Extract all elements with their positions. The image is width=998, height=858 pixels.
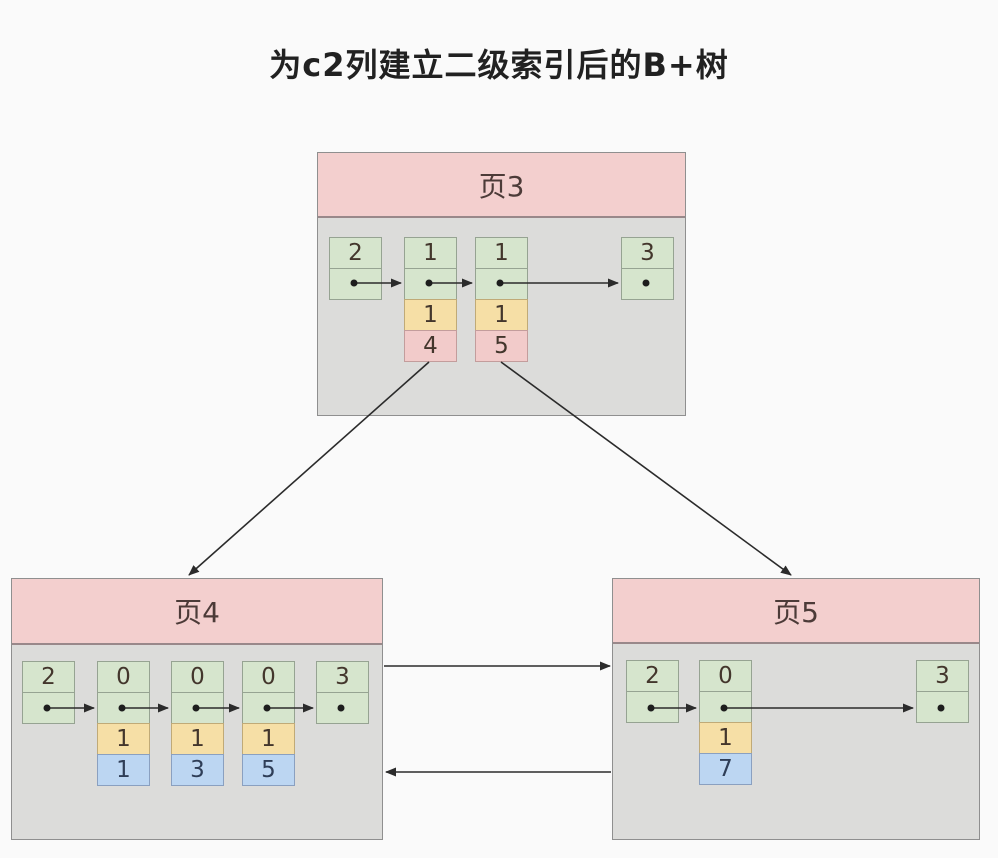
record-type-cell: 3: [316, 661, 369, 693]
next-record-pointer-cell: [316, 692, 369, 724]
next-record-pointer-cell: [475, 268, 528, 300]
page5-infimum-record: 2: [626, 660, 679, 723]
next-record-pointer-cell: [22, 692, 75, 724]
next-record-pointer-cell: [626, 691, 679, 723]
page-5: 页5 2 0 1 7 3: [612, 578, 980, 840]
record-type-cell: 1: [404, 237, 457, 269]
record-type-cell: 2: [626, 660, 679, 692]
record-type-cell: 3: [916, 660, 969, 692]
page-3-header: 页3: [318, 153, 685, 218]
page5-user-record-1: 0 1 7: [699, 660, 752, 785]
index-key-cell: 1: [97, 723, 150, 755]
page-4-header: 页4: [12, 579, 382, 645]
page-5-header: 页5: [613, 579, 979, 644]
diagram-title: 为c2列建立二级索引后的B+树: [269, 46, 729, 84]
page3-infimum-record: 2: [329, 237, 382, 300]
page4-user-record-1: 0 1 1: [97, 661, 150, 786]
primary-key-cell: 1: [97, 754, 150, 786]
next-record-pointer-cell: [621, 268, 674, 300]
next-record-pointer-cell: [404, 268, 457, 300]
next-record-pointer-cell: [699, 691, 752, 723]
page4-infimum-record: 2: [22, 661, 75, 724]
page-4-body: 2 0 1 1 0 1 3 0 1 5 3: [12, 645, 382, 839]
record-type-cell: 0: [699, 660, 752, 692]
record-type-cell: 0: [171, 661, 224, 693]
page-4: 页4 2 0 1 1 0 1 3 0 1 5: [11, 578, 383, 840]
index-key-cell: 1: [171, 723, 224, 755]
next-record-pointer-cell: [171, 692, 224, 724]
page-3-body: 2 1 1 4 1 1 5 3: [318, 218, 685, 415]
index-key-cell: 1: [404, 299, 457, 331]
record-type-cell: 3: [621, 237, 674, 269]
page-3: 页3 2 1 1 4 1 1 5 3: [317, 152, 686, 416]
page4-user-record-2: 0 1 3: [171, 661, 224, 786]
page3-directory-record-1: 1 1 4: [404, 237, 457, 362]
next-record-pointer-cell: [242, 692, 295, 724]
index-key-cell: 1: [242, 723, 295, 755]
index-key-cell: 1: [699, 722, 752, 754]
page3-directory-record-2: 1 1 5: [475, 237, 528, 362]
page-5-label: 页5: [773, 595, 819, 629]
next-record-pointer-cell: [329, 268, 382, 300]
child-page-number-cell: 5: [475, 330, 528, 362]
page4-user-record-3: 0 1 5: [242, 661, 295, 786]
page-4-label: 页4: [174, 596, 220, 629]
record-type-cell: 2: [329, 237, 382, 269]
primary-key-cell: 3: [171, 754, 224, 786]
page4-supremum-record: 3: [316, 661, 369, 724]
record-type-cell: 2: [22, 661, 75, 693]
record-type-cell: 1: [475, 237, 528, 269]
record-type-cell: 0: [242, 661, 295, 693]
page5-supremum-record: 3: [916, 660, 969, 723]
primary-key-cell: 5: [242, 754, 295, 786]
next-record-pointer-cell: [916, 691, 969, 723]
page-3-label: 页3: [478, 169, 525, 203]
record-type-cell: 0: [97, 661, 150, 693]
page3-supremum-record: 3: [621, 237, 674, 300]
child-page-number-cell: 4: [404, 330, 457, 362]
page-5-body: 2 0 1 7 3: [613, 644, 979, 839]
primary-key-cell: 7: [699, 753, 752, 785]
next-record-pointer-cell: [97, 692, 150, 724]
index-key-cell: 1: [475, 299, 528, 331]
